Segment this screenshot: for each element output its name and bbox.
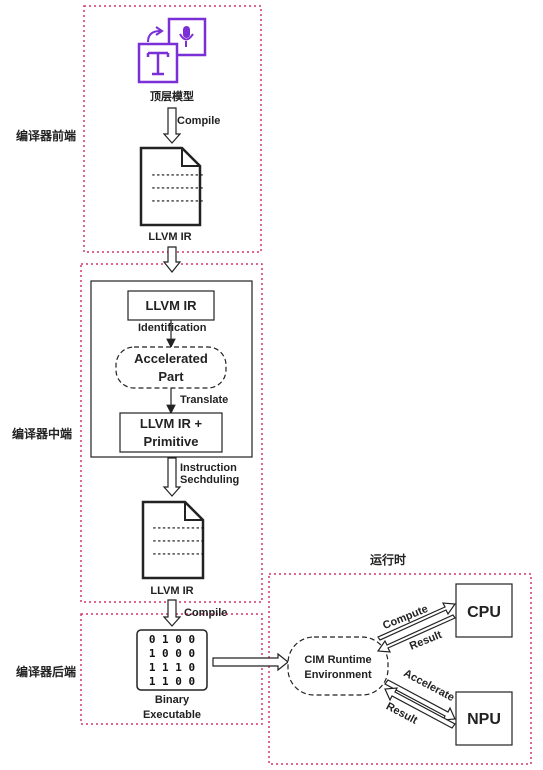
primitive-label-1: LLVM IR + — [140, 416, 203, 431]
accelerated-part-label-2: Part — [158, 369, 184, 384]
text-to-speech-icon — [137, 17, 207, 84]
accelerated-part-label-1: Accelerated — [134, 351, 208, 366]
top-model-label: 顶层模型 — [150, 89, 194, 103]
npu-node — [455, 691, 513, 746]
llvm-ir-doc-label-1: LLVM IR — [148, 231, 191, 243]
cim-runtime-node — [287, 636, 389, 696]
cim-runtime-label-1: CIM Runtime — [304, 654, 371, 666]
binary-label-2: Executable — [143, 709, 201, 721]
result-label-cpu: Result — [408, 629, 444, 653]
llvm-ir-box-label: LLVM IR — [145, 298, 197, 313]
svg-text:-----------: ----------- — [152, 549, 205, 558]
middle-inner-box — [90, 280, 253, 458]
cpu-node — [455, 583, 513, 638]
accelerate-label: Accelerate — [402, 667, 457, 704]
compile-arrow-2 — [162, 599, 182, 627]
instruction-label-1: Instruction — [180, 462, 237, 474]
translate-label: Translate — [180, 394, 228, 406]
binary-row: 0 1 0 0 — [149, 633, 195, 646]
result-arrow-cpu — [376, 614, 456, 653]
identification-label: Identification — [138, 322, 207, 334]
svg-text:-----------: ----------- — [151, 183, 204, 192]
instruction-label-2: Sechduling — [180, 474, 239, 486]
binary-row: 1 1 0 0 — [149, 675, 195, 688]
instruction-scheduling-arrow — [162, 457, 182, 497]
llvm-ir-document-icon-1: ----------- ----------- ----------- — [139, 146, 204, 227]
llvm-ir-document-icon-2: ----------- ----------- ----------- — [141, 500, 205, 580]
compile-label-2: Compile — [184, 607, 227, 619]
svg-text:-----------: ----------- — [151, 170, 204, 179]
compile-arrow-1 — [162, 107, 182, 144]
result-arrow-npu — [384, 687, 456, 729]
cim-runtime-label-2: Environment — [304, 669, 372, 681]
primitive-box — [119, 412, 223, 453]
binary-executable-icon — [136, 629, 208, 691]
llvm-ir-doc-label-2: LLVM IR — [150, 585, 193, 597]
compile-label-1: Compile — [177, 115, 220, 127]
compute-arrow — [377, 602, 457, 641]
npu-label: NPU — [467, 711, 501, 728]
runtime-stage-box — [268, 573, 532, 765]
middle-stage-label: 编译器中端 — [11, 426, 72, 441]
runtime-stage-label: 运行时 — [370, 552, 406, 567]
binary-label-1: Binary — [155, 694, 190, 706]
stage-arrow-front-to-middle — [162, 246, 182, 273]
svg-text:-----------: ----------- — [151, 196, 204, 205]
backend-stage-label: 编译器后端 — [15, 664, 76, 679]
cpu-label: CPU — [467, 604, 501, 621]
binary-row: 1 0 0 0 — [149, 647, 195, 660]
deploy-arrow — [212, 652, 289, 672]
svg-text:-----------: ----------- — [152, 536, 205, 545]
primitive-label-2: Primitive — [144, 434, 199, 449]
llvm-ir-box — [127, 290, 215, 321]
binary-row: 1 1 1 0 — [149, 661, 195, 674]
frontend-stage-label: 编译器前端 — [15, 128, 76, 143]
svg-text:-----------: ----------- — [152, 523, 205, 532]
